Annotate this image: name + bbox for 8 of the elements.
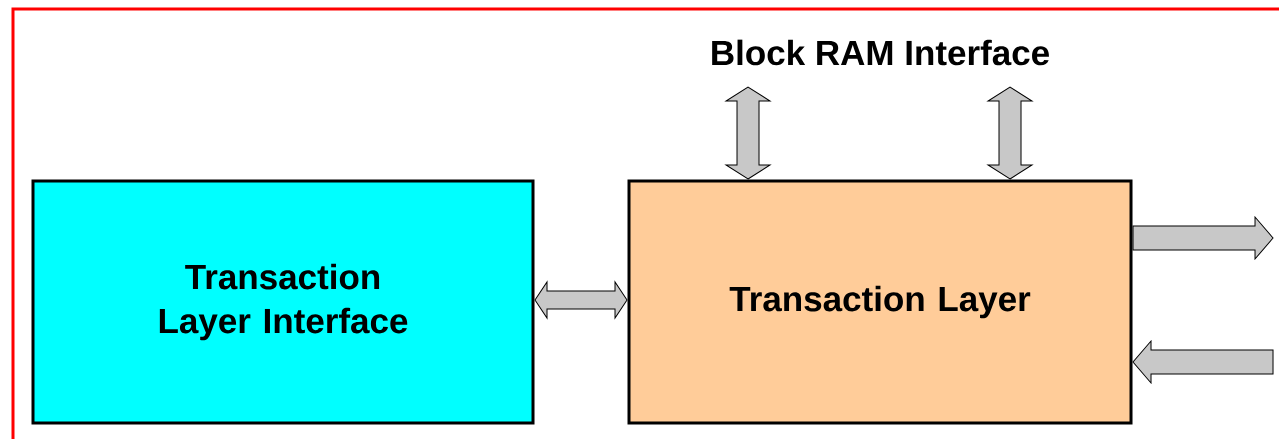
interface-label: Block RAM Interface: [712, 39, 1049, 66]
layer-box: Transaction Layer: [627, 179, 1133, 425]
block-arrow: [1132, 216, 1274, 260]
block-arrow: [534, 281, 628, 319]
block-arrow: [987, 86, 1033, 180]
layer-box: Transaction Layer Interface: [31, 179, 535, 425]
block-arrow: [725, 86, 771, 180]
block-arrow: [1132, 340, 1274, 384]
